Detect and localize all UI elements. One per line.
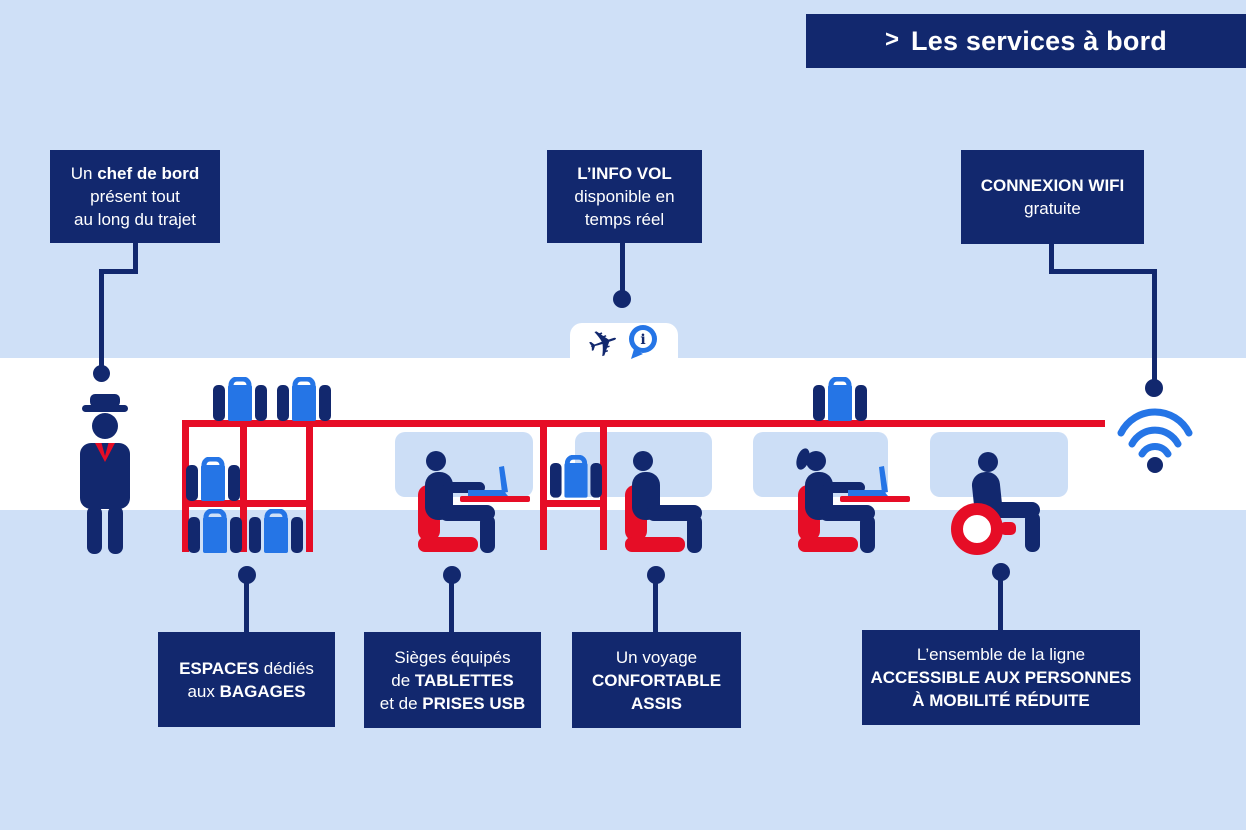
callout-line: ASSIS (631, 692, 682, 715)
callout-line: L’ensemble de la ligne (916, 645, 1086, 664)
text-bold: ESPACES (179, 658, 260, 678)
text: dédiés (259, 658, 314, 678)
callout-espaces-bagages: ESPACES dédiés aux BAGAGES (158, 632, 335, 727)
callout-line: À MOBILITÉ RÉDUITE (912, 689, 1090, 712)
left-rack-post-3 (306, 420, 313, 552)
suitcase-icon (188, 509, 242, 553)
connector-wifi-line (1049, 269, 1157, 274)
connector-chef-line (133, 243, 138, 273)
title-banner: > Les services à bord (806, 14, 1246, 68)
suitcase-icon (277, 377, 331, 421)
passenger-seated-figure (625, 451, 702, 553)
wifi-icon (1117, 408, 1193, 473)
mid-rack-post-2 (600, 420, 607, 550)
text-bold: L’INFO VOL (577, 164, 672, 183)
text: aux (187, 681, 220, 701)
chevron-icon: > (885, 26, 900, 53)
text-bold: TABLETTES (414, 670, 514, 690)
text: et de (379, 693, 423, 713)
callout-line: ACCESSIBLE AUX PERSONNES (870, 666, 1131, 689)
connector-chef-dot (93, 365, 110, 382)
text: Un (70, 164, 98, 183)
conductor-figure (80, 394, 130, 554)
callout-line: aux BAGAGES (187, 680, 305, 703)
connector-chef-line (99, 269, 138, 274)
passenger-laptop-woman-figure (796, 448, 910, 553)
plane-icon: ✈ (582, 317, 625, 369)
text: de (391, 670, 415, 690)
callout-line: L’INFO VOL (577, 162, 671, 185)
callout-line: au long du trajet (74, 210, 196, 229)
callout-line: présent tout (90, 187, 180, 206)
connector-info-dot (613, 290, 631, 308)
text-bold: PRISES USB (422, 693, 526, 713)
connector-sieges-dot (443, 566, 461, 584)
callout-voyage-confortable: Un voyage CONFORTABLE ASSIS (572, 632, 741, 728)
text-bold: CONFORTABLE (591, 670, 722, 690)
left-rack-post-2 (240, 420, 247, 552)
text-bold: BAGAGES (219, 681, 306, 701)
callout-line: gratuite (1024, 199, 1081, 218)
callout-sieges-equipes: Sièges équipés de TABLETTES et de PRISES… (364, 632, 541, 728)
connector-wifi-dot (1145, 379, 1163, 397)
mid-rack-post-1 (540, 420, 547, 550)
callout-line: temps réel (584, 210, 665, 229)
callout-line: Un voyage (615, 647, 698, 667)
callout-accessibilite-pmr: L’ensemble de la ligne ACCESSIBLE AUX PE… (862, 630, 1140, 725)
text-bold: ASSIS (630, 693, 683, 713)
callout-info-vol: L’INFO VOL disponible en temps réel (547, 150, 702, 243)
suitcase-icon (813, 377, 867, 421)
callout-line: Sièges équipés (394, 647, 511, 667)
left-rack-post-1 (182, 420, 189, 552)
overhead-rack-rail (182, 420, 1105, 427)
callout-connexion-wifi: CONNEXION WIFI gratuite (961, 150, 1144, 244)
callout-line: disponible en (574, 187, 675, 206)
connector-bagages-dot (238, 566, 256, 584)
mid-rack-shelf (540, 500, 607, 507)
page-title: Les services à bord (911, 25, 1167, 56)
suitcase-icon (249, 509, 303, 553)
callout-line: de TABLETTES (391, 669, 514, 692)
suitcase-icon (213, 377, 267, 421)
flight-info-badge: ✈ i (570, 317, 678, 369)
connector-wifi-line (1049, 244, 1054, 274)
connector-bagages-line (244, 580, 249, 632)
info-bubble-icon: i (629, 325, 657, 359)
text-bold: chef de bord (97, 164, 200, 183)
callout-line: ESPACES dédiés (179, 657, 314, 680)
text-bold: CONNEXION WIFI (980, 176, 1125, 195)
wheelchair-user-figure (951, 452, 1040, 555)
callout-line: CONNEXION WIFI (981, 174, 1125, 197)
passenger-laptop-figure (418, 451, 530, 553)
suitcase-icon (186, 457, 240, 501)
text-bold: ACCESSIBLE AUX PERSONNES (870, 668, 1132, 687)
text-bold: À MOBILITÉ RÉDUITE (912, 691, 1090, 710)
connector-pmr-line (998, 577, 1003, 630)
connector-confort-line (653, 580, 658, 632)
callout-line: CONFORTABLE (592, 669, 721, 692)
callout-line: et de PRISES USB (380, 692, 526, 715)
connector-confort-dot (647, 566, 665, 584)
connector-sieges-line (449, 580, 454, 632)
callout-line: Un chef de bord (71, 162, 199, 185)
connector-wifi-line (1152, 269, 1157, 381)
connector-pmr-dot (992, 563, 1010, 581)
left-rack-shelf (182, 500, 313, 507)
svg-text:i: i (640, 332, 645, 348)
connector-info-line (620, 243, 625, 293)
callout-chef-de-bord: Un chef de bord présent tout au long du … (50, 150, 220, 243)
suitcase-icon (550, 455, 602, 498)
connector-chef-line (99, 269, 104, 368)
